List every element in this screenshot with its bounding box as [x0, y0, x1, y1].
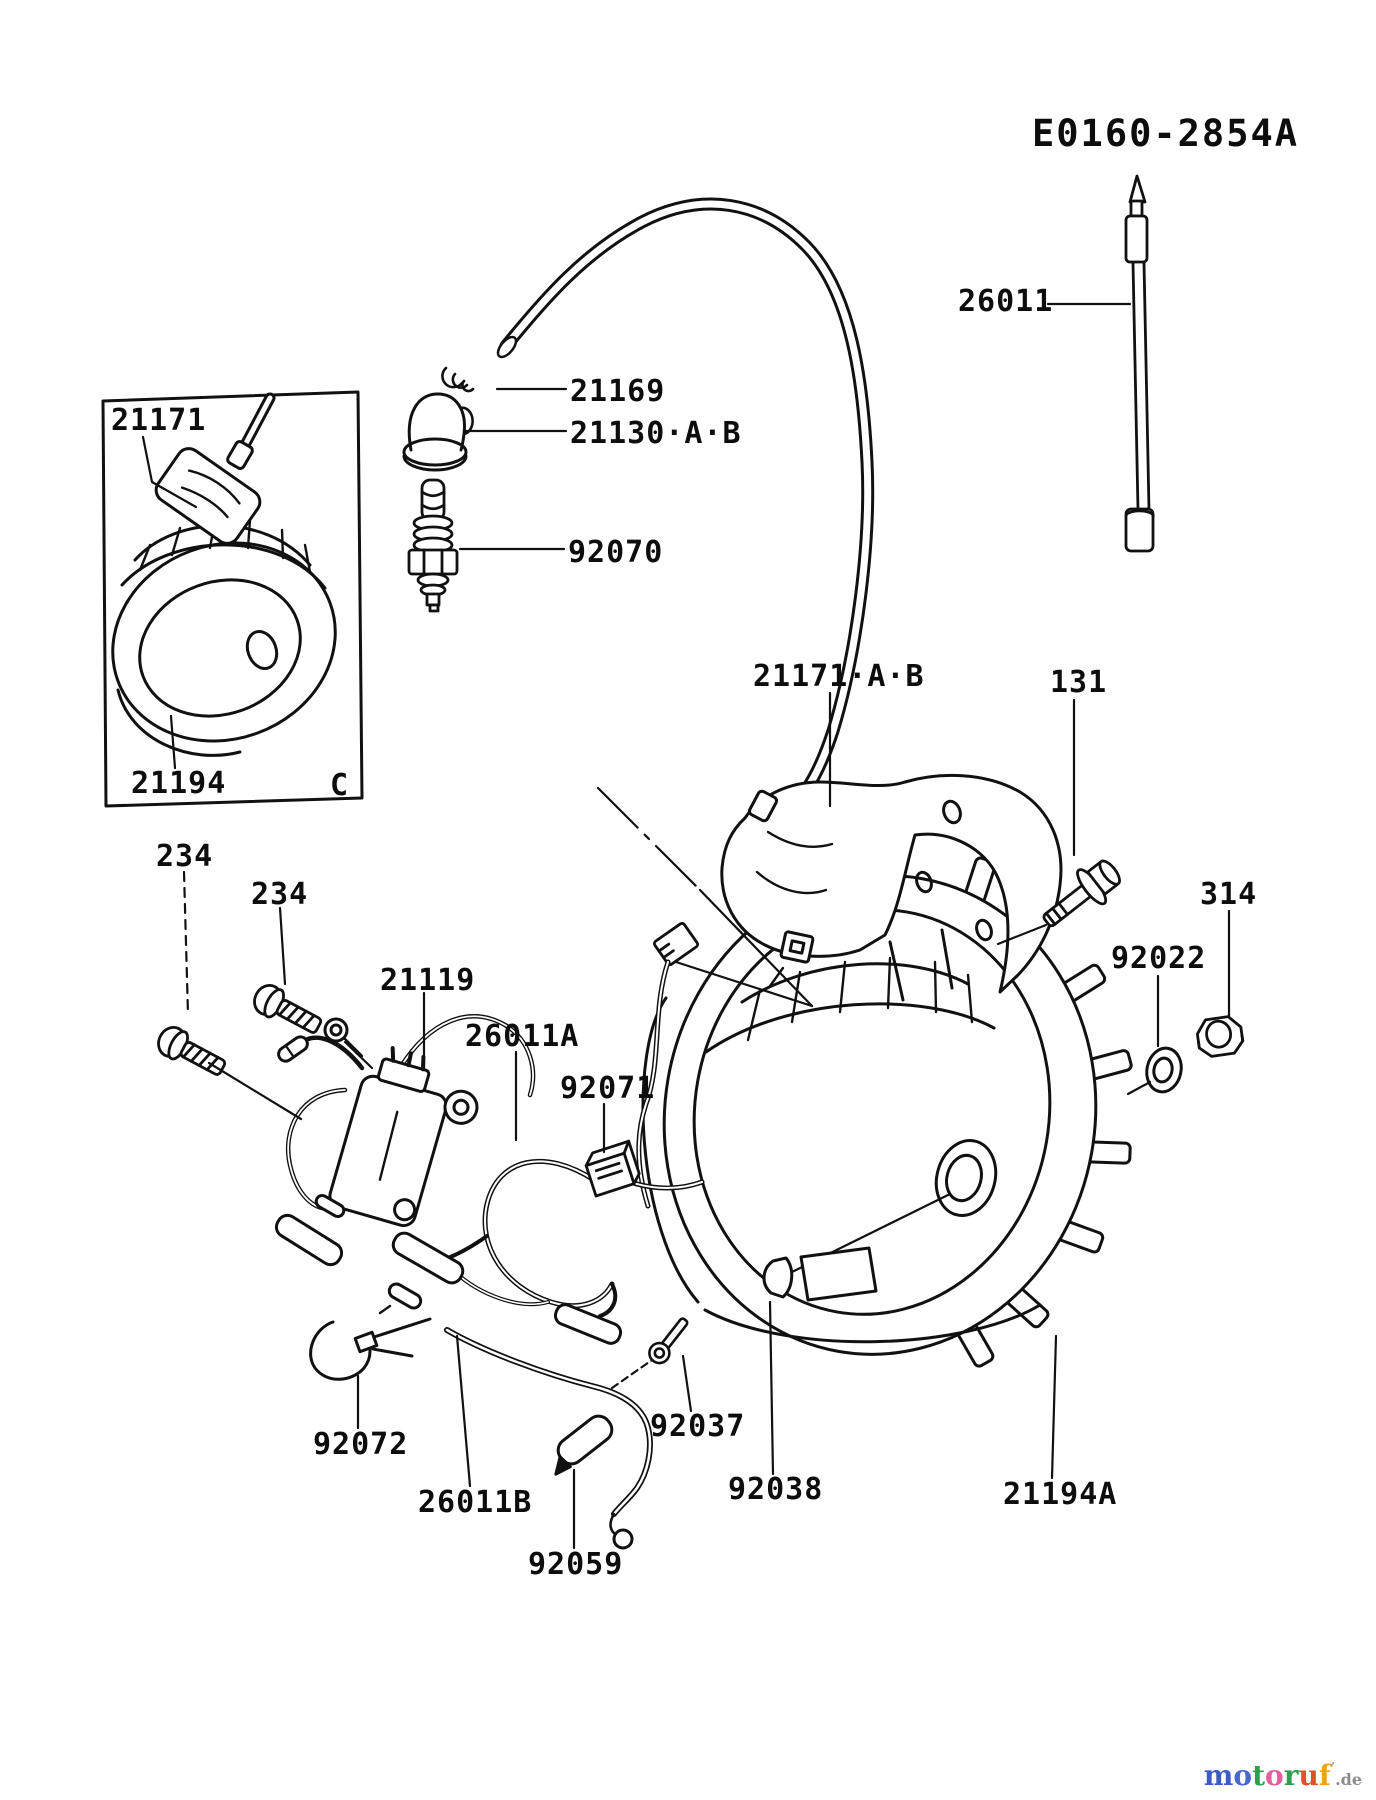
primer-bulb-drawing — [402, 392, 474, 472]
callout-21194: 21194 — [131, 766, 227, 801]
callout-92072: 92072 — [313, 1427, 409, 1462]
callout-234-b: 234 — [251, 877, 309, 912]
wm-letter: t — [1252, 1759, 1266, 1792]
bolt-drawing — [1042, 859, 1121, 928]
harness-a-drawing — [378, 1139, 705, 1345]
leader-lines — [141, 302, 1231, 1550]
inset-box — [101, 390, 364, 808]
callout-314: 314 — [1200, 877, 1258, 912]
section-pointer — [596, 786, 814, 1209]
cable-tie-drawing — [309, 1317, 432, 1381]
callout-21119: 21119 — [380, 963, 476, 998]
callout-92038: 92038 — [728, 1472, 824, 1507]
callout-section-c: C — [330, 768, 350, 803]
wm-letter: f — [1318, 1759, 1331, 1792]
washer-drawing — [1145, 1046, 1183, 1094]
callout-21169: 21169 — [570, 374, 666, 409]
callout-21171-ab: 21171·A·B — [753, 659, 925, 694]
igniter-module-drawing — [157, 984, 536, 1267]
spark-plug-drawing — [407, 478, 459, 613]
callout-26011b: 26011B — [418, 1485, 533, 1520]
wm-letter: o — [1233, 1759, 1253, 1792]
plug-lead-tube — [496, 197, 875, 823]
callout-21194a: 21194A — [1003, 1477, 1118, 1512]
lead-rod-drawing — [1124, 174, 1155, 553]
ignition-coil-drawing — [720, 773, 1063, 1002]
wm-mark: ’ — [1330, 1760, 1336, 1774]
wm-suffix: .de — [1335, 1770, 1362, 1789]
flywheel-drawing — [641, 856, 1133, 1368]
callout-92071: 92071 — [560, 1071, 656, 1106]
callout-21171: 21171 — [111, 403, 207, 438]
callout-92037: 92037 — [650, 1409, 746, 1444]
callout-26011: 26011 — [958, 284, 1054, 319]
callout-92059: 92059 — [528, 1547, 624, 1582]
callout-92022: 92022 — [1111, 941, 1207, 976]
callout-21130-ab: 21130·A·B — [570, 416, 742, 451]
callout-92070: 92070 — [568, 535, 664, 570]
callout-131: 131 — [1050, 665, 1108, 700]
wm-letter: m — [1203, 1759, 1234, 1792]
wm-letter: u — [1298, 1759, 1319, 1792]
callout-26011a: 26011A — [465, 1019, 580, 1054]
wm-letter: o — [1265, 1759, 1284, 1792]
wm-letter: r — [1283, 1759, 1299, 1792]
clip-drawing — [441, 366, 475, 393]
callout-234-a: 234 — [156, 839, 214, 874]
watermark-motoruf: motoruf’.de — [1204, 1759, 1362, 1792]
harness-b-drawing — [444, 1317, 689, 1550]
diagram-code: E0160-2854A — [1032, 112, 1300, 155]
nut-drawing — [1195, 1015, 1245, 1058]
